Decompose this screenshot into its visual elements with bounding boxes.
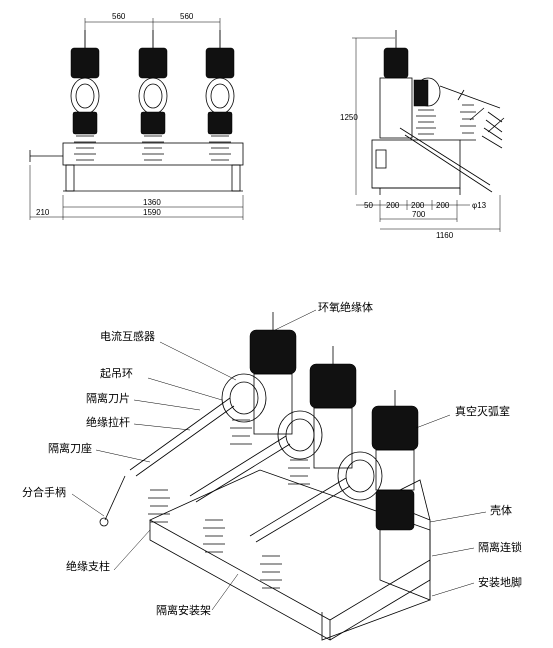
dim-height: 1250 (340, 113, 358, 122)
label-epoxy-cylinder: 环氧绝缘体 (318, 300, 373, 314)
label-vacuum-interrupter: 真空灭弧室 (455, 404, 510, 418)
front-pole-2 (138, 30, 168, 161)
front-view: 560 560 (29, 12, 244, 220)
dim-side-b: 200 (386, 201, 400, 210)
dim-side-c: 200 (411, 201, 425, 210)
dim-width-total: 1590 (143, 208, 161, 217)
dim-side-a: 50 (364, 201, 373, 210)
side-view: 1250 50 200 200 200 φ13 700 11 (340, 30, 505, 240)
label-interlock: 隔离连锁 (478, 540, 522, 554)
label-mounting-foot: 安装地脚 (478, 575, 522, 589)
dim-hole: φ13 (472, 201, 487, 210)
dim-side-total: 1160 (436, 231, 454, 240)
label-support-insulator: 绝缘支柱 (66, 559, 110, 573)
isometric-view (99, 312, 431, 641)
dim-side-d: 200 (436, 201, 450, 210)
label-isolating-seat: 隔离刀座 (48, 441, 92, 455)
iso-pole-3 (371, 390, 419, 531)
iso-pole-2 (309, 346, 357, 469)
dim-side-sub: 700 (412, 210, 426, 219)
label-current-transformer: 电流互感器 (100, 329, 155, 343)
label-isolating-blade: 隔离刀片 (86, 391, 130, 405)
dim-offset-left: 210 (36, 208, 50, 217)
dim-spacing-left: 560 (112, 12, 126, 21)
dim-spacing-right: 560 (180, 12, 194, 21)
front-pole-1 (70, 30, 100, 161)
iso-pole-1 (249, 312, 297, 435)
label-lifting-ring: 起吊环 (100, 367, 133, 380)
label-insulating-rod: 绝缘拉杆 (86, 415, 130, 429)
callouts: 环氧绝缘体 电流互感器 起吊环 隔离刀片 绝缘拉杆 隔离刀座 分合手柄 绝缘支柱… (22, 300, 522, 617)
label-mounting-frame: 隔离安装架 (156, 603, 211, 617)
front-pole-3 (205, 30, 235, 161)
dim-width-inner: 1360 (143, 198, 161, 207)
label-housing: 壳体 (490, 503, 512, 517)
label-operating-handle: 分合手柄 (22, 485, 66, 499)
